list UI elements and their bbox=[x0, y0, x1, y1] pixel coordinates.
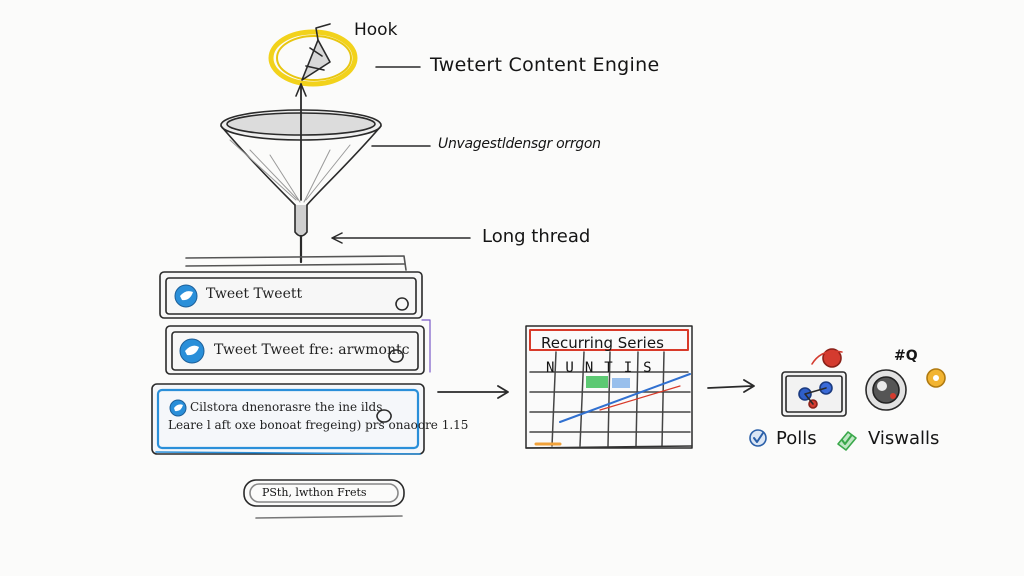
calendar-days: NUNTIS bbox=[546, 360, 663, 376]
flow-arrows bbox=[437, 379, 755, 399]
hook-ring bbox=[268, 29, 358, 87]
tweet-card-2-text: Tweet Tweet fre: arwmontc bbox=[214, 342, 410, 358]
poll-chart-icon bbox=[781, 348, 847, 417]
arrowhead-icon bbox=[301, 23, 331, 81]
tweet-card-1-text: Tweet Tweett bbox=[206, 286, 303, 302]
visuals-label: Viswalls bbox=[868, 428, 940, 449]
funnel-caption: Unvagestldensgr orrgon bbox=[438, 136, 601, 152]
funnel-icon bbox=[220, 83, 382, 264]
hook-label: Hook bbox=[354, 20, 398, 40]
check-icon bbox=[749, 429, 857, 451]
tweet-stack bbox=[151, 255, 431, 455]
tweet-card-3-line2: Leare l aft oxe bonoat fregeing) prs ona… bbox=[168, 418, 469, 432]
polls-label: Polls bbox=[776, 428, 817, 449]
pill-shape bbox=[243, 479, 405, 519]
engine-title: Twetert Content Engine bbox=[430, 54, 660, 76]
pointer-lines bbox=[331, 66, 471, 244]
pill-label: PSth, lwthon Frets bbox=[262, 486, 367, 499]
tweet-card-3-line1: Cilstora dnenorasre the ine ilds bbox=[190, 400, 383, 414]
hash-icon-text: #Q bbox=[894, 348, 918, 364]
calendar-title: Recurring Series bbox=[541, 334, 664, 352]
visual-lens-icon bbox=[865, 368, 946, 411]
long-thread-label: Long thread bbox=[482, 226, 591, 247]
twitter-bird-icon bbox=[169, 284, 205, 417]
calendar-icon bbox=[525, 325, 693, 449]
